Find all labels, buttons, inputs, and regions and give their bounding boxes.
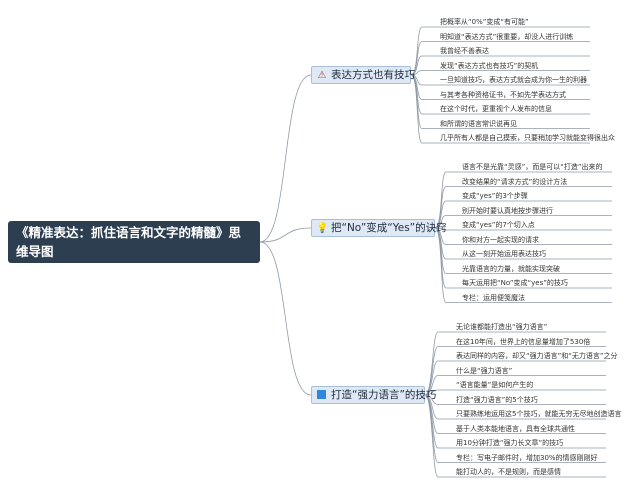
leaf-topic[interactable]: 只要熟练地运用这5个技巧，就能无穷无尽地创造语言 [456,410,622,418]
leaf-topic[interactable]: 明知道“表达方式”很重要，却没人进行训练 [440,32,574,41]
lightbulb-icon: 💡 [316,223,329,234]
root-branch-connector [259,241,312,396]
leaf-connector [410,74,590,144]
branch-no-to-yes[interactable]: 💡把“No”变成“Yes”的诀窍 [311,219,447,237]
leaf-topic[interactable]: 语言不是光靠“灵感”，而是可以“打造”出来的 [462,163,603,171]
root-topic[interactable]: 《精准表达：抓住语言和文字的精髓》思维导图 [8,221,260,263]
leaf-connector [410,70,590,76]
leaf-topic[interactable]: 光靠语言的力量，就能实现突破 [462,264,560,273]
leaf-topic[interactable]: 一旦知道技巧，表达方式就会成为你一生的利器 [440,76,587,84]
leaf-connector [434,215,612,229]
leaf-connector [424,360,606,396]
leaf-connector [424,389,606,396]
branch-expression-skills[interactable]: ⚠ 表达方式也有技巧 [311,66,415,84]
leaf-topic[interactable]: 能打动人的，不是规则，而是感情 [456,468,561,476]
leaf-topic[interactable]: 改变结果的“请求方式”的设计方法 [462,177,568,186]
branch-label: 表达方式也有技巧 [331,69,415,81]
leaf-topic[interactable]: 把概率从“0%”变成“有可能” [440,18,529,26]
root-branch-connector [259,74,312,243]
leaf-topic[interactable]: “语言能量”是如何产生的 [456,381,534,389]
leaf-connector [410,55,590,76]
leaf-connector [434,227,612,303]
leaf-topic[interactable]: 表达同样的内容，却又“强力语言”和“无力语言”之分 [456,352,618,360]
leaf-topic[interactable]: 无论谁都能打造出“强力语言” [456,323,548,331]
leaf-topic[interactable]: 打造“强力语言”的5个技巧 [456,395,538,404]
warning-icon: ⚠ [317,70,327,81]
leaf-topic[interactable]: 你和对方一起实现的请求 [462,235,539,244]
leaf-connector [434,200,612,229]
leaf-connector [434,186,612,229]
leaf-topic[interactable]: 每天运用把“No”变成“yes”的技巧 [462,279,568,287]
leaf-topic[interactable]: 什么是“强力语言” [456,366,513,375]
leaf-topic[interactable]: 别开始时要认真地按步骤进行 [462,206,553,215]
leaf-topic[interactable]: 从这一刻开始运用表达技巧 [462,250,546,258]
branch-label: 把“No”变成“Yes”的诀窍 [331,222,447,234]
root-title: 《精准表达：抓住语言和文字的精髓》思维导图 [16,225,242,259]
root-branch-connector [259,227,312,243]
leaf-topic[interactable]: 在这个时代，更重视个人发布的信息 [440,105,552,113]
leaf-topic[interactable]: 专栏：写电子邮件时，增加30%的情感刚刚好 [456,453,598,462]
leaf-topic[interactable]: 几乎所有人都是自己摸索，只要稍加学习就能变得很出众 [440,134,615,142]
leaf-topic[interactable]: 与其考各种资格证书，不如先学表达方式 [440,90,566,99]
leaf-topic[interactable]: 我曾经不善表达 [440,47,489,55]
leaf-topic[interactable]: 基于人类本能地语言，具有全球共通性 [456,424,575,433]
blue-square-icon [317,390,326,399]
branch-label: 打造“强力语言”的技巧 [331,389,437,401]
leaf-connector [424,346,606,396]
leaf-topic[interactable]: 用10分钟打造“强力长文章”的技巧 [456,439,564,447]
leaf-topic[interactable]: 在这10年间，世界上的信息量增加了530倍 [456,337,591,346]
leaf-topic[interactable]: 发现“表达方式也有技巧”的契机 [440,61,539,70]
leaf-connector [424,375,606,396]
leaf-topic[interactable]: 变成“yes”的3个步骤 [462,192,528,200]
leaf-topic[interactable]: 变成“yes”的7个切入点 [462,221,535,229]
leaf-connector [410,26,590,76]
leaf-connector [424,394,606,478]
leaf-topic[interactable]: 专栏：运用便笺魔法 [462,293,525,302]
leaf-connector [410,41,590,76]
branch-strong-language[interactable]: 打造“强力语言”的技巧 [311,386,436,404]
leaf-topic[interactable]: 和所谓的语言常识说再见 [440,119,517,128]
